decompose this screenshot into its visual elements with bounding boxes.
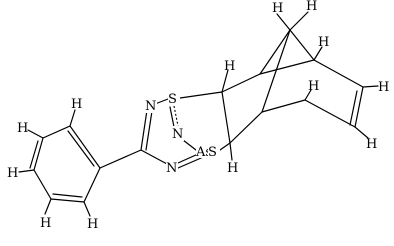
bond-alkene bbox=[354, 86, 364, 128]
bond-ph-h2 bbox=[27, 129, 44, 139]
bond-s-ch-top bbox=[179, 91, 223, 99]
h-alkene-top: H bbox=[378, 80, 389, 95]
h-ph-1: H bbox=[71, 97, 82, 112]
bond-ph-c bbox=[99, 149, 142, 169]
h-bridge-b: H bbox=[306, 0, 317, 14]
h-ph-5: H bbox=[87, 217, 98, 232]
bond-c1-c2 bbox=[259, 59, 315, 75]
atom-as: As bbox=[195, 145, 212, 160]
bond-ph-4b bbox=[52, 193, 83, 198]
bond-ph-h4 bbox=[44, 198, 52, 215]
bond-ph-2 bbox=[33, 137, 44, 171]
bond-c-n-top bbox=[140, 109, 148, 151]
bond-ph-6 bbox=[69, 125, 101, 169]
bond-alkene-c3 bbox=[304, 99, 356, 128]
bond-ch-bottom-c4 bbox=[229, 111, 263, 144]
atom-s-bottom: S bbox=[208, 145, 217, 160]
s-top-bg bbox=[168, 91, 180, 106]
bonds bbox=[18, 11, 379, 217]
bond-s-n-mid-b bbox=[169, 106, 175, 128]
bond-ph-h3 bbox=[18, 169, 35, 173]
bond-s-n-mid bbox=[173, 105, 179, 127]
bond-alkene-top-h bbox=[362, 85, 379, 88]
atom-n-top: N bbox=[145, 99, 156, 114]
bond-alkene-b bbox=[349, 90, 358, 126]
bond-bridge-ha bbox=[276, 13, 291, 31]
h-bridgehead-top: H bbox=[318, 35, 329, 50]
h-alkene-bottom: H bbox=[366, 137, 377, 152]
atom-n-mid: N bbox=[172, 127, 183, 142]
n-bottom-bg bbox=[166, 160, 178, 175]
bond-c-n-bottom bbox=[140, 149, 168, 165]
h-ch-top: H bbox=[224, 59, 235, 74]
n-mid-bg bbox=[172, 126, 184, 141]
bond-ch-top-c1 bbox=[221, 73, 261, 93]
bond-ph-4 bbox=[50, 198, 85, 203]
atom-n-bottom: N bbox=[166, 161, 177, 176]
bond-c-n-top-b bbox=[145, 110, 153, 151]
bond-ph-6b bbox=[67, 130, 95, 167]
bond-s-ch-bottom bbox=[219, 142, 231, 151]
h-ph-4: H bbox=[40, 216, 51, 231]
bond-ph-5 bbox=[83, 167, 101, 203]
h-ph-3: H bbox=[7, 166, 18, 181]
bond-ph-3 bbox=[33, 169, 52, 200]
bond-c1-bridge bbox=[259, 29, 291, 75]
bond-c2-alkene bbox=[313, 59, 364, 88]
atom-labels: S N N As S N bbox=[145, 91, 220, 176]
bond-ph-2b bbox=[29, 140, 39, 169]
bond-ch-bottom-h bbox=[229, 142, 233, 161]
s-bottom-bg bbox=[208, 144, 220, 158]
bond-c3-c4 bbox=[261, 99, 306, 113]
bond-ph-h1 bbox=[69, 109, 76, 127]
atom-s-top: S bbox=[168, 92, 177, 107]
bond-ph-1 bbox=[42, 125, 71, 139]
bond-bridge-c4 bbox=[261, 29, 291, 113]
bond-ph-h5 bbox=[83, 201, 91, 217]
h-bridge-a: H bbox=[272, 1, 283, 16]
h-ph-2: H bbox=[17, 121, 28, 136]
bond-ch-top-h bbox=[221, 69, 229, 93]
bond-c2-h bbox=[313, 46, 323, 61]
h-bridgehead-bottom: H bbox=[308, 79, 319, 94]
bond-alkene-bottom-h bbox=[354, 126, 369, 139]
bond-c3-h bbox=[304, 89, 312, 101]
bond-n-s-top bbox=[154, 98, 169, 105]
bond-ch-ch bbox=[221, 91, 231, 144]
bond-n-as bbox=[182, 139, 197, 151]
hydrogen-labels: H H H H H H H H H H H H H bbox=[7, 0, 389, 232]
bond-bridge-hb bbox=[289, 11, 309, 31]
n-top-bg bbox=[145, 98, 157, 113]
h-ch-bottom: H bbox=[227, 161, 238, 176]
bond-bridge-c2 bbox=[289, 29, 315, 61]
